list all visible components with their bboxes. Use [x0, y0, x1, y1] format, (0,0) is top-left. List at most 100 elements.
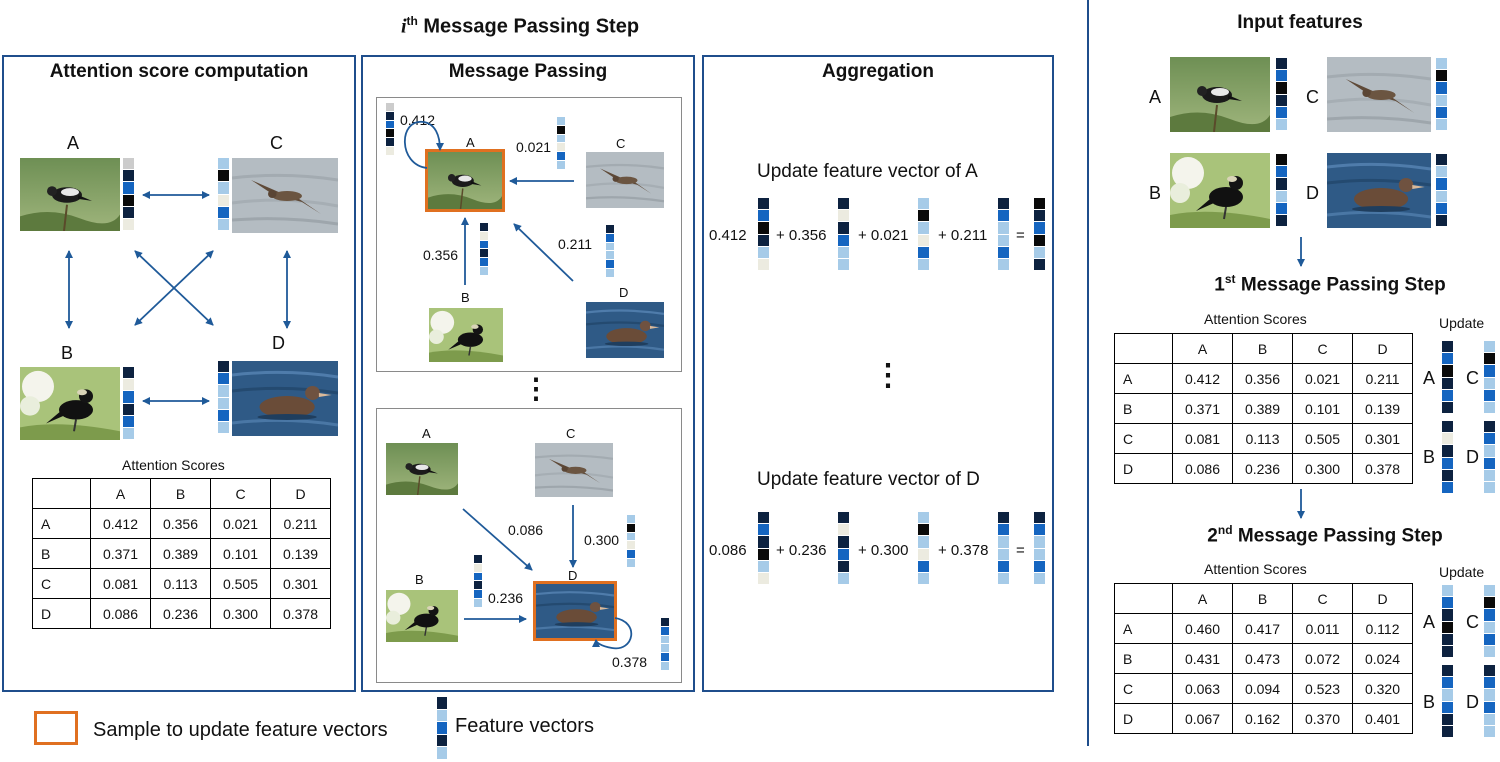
table-header-cell: A [1172, 583, 1233, 614]
feature-cell [918, 257, 929, 271]
input-vector-a [1276, 58, 1287, 131]
input-features-title: Input features [1237, 12, 1363, 33]
bird-photo [586, 152, 664, 208]
feature-cell [1484, 352, 1495, 365]
main-title-sup: th [406, 14, 418, 28]
feature-cell [918, 233, 929, 246]
feature-cell [918, 523, 929, 536]
legend-sample-swatch [34, 711, 78, 745]
update1-label-b: B [1423, 447, 1436, 467]
feature-cell [1442, 444, 1453, 457]
feature-cell [386, 128, 394, 138]
feature-cell [386, 103, 394, 111]
feature-cell [1484, 596, 1495, 609]
update2-label-d: D [1466, 692, 1479, 712]
feature-vector-a [123, 158, 134, 231]
feature-cell [1034, 571, 1045, 585]
feature-cell [998, 221, 1009, 234]
table-cell: 0.211 [1352, 363, 1413, 394]
feature-cell [123, 402, 134, 415]
feature-cell [838, 535, 849, 548]
feature-vector-b-top [480, 223, 488, 275]
ellipsis-aggregation: ⋮ [873, 359, 903, 392]
feature-cell [1442, 620, 1453, 633]
feature-cell [218, 384, 229, 397]
update-label-2: Update [1439, 564, 1485, 580]
table-cell: 0.431 [1172, 643, 1233, 674]
table-cell: 0.162 [1232, 703, 1293, 734]
feature-cell [123, 169, 134, 182]
table-cell: 0.101 [1292, 393, 1353, 424]
bird-photo [232, 361, 338, 436]
feature-cell [123, 205, 134, 218]
table-header-cell: B [1232, 333, 1293, 364]
feature-cell [918, 559, 929, 572]
table-cell: 0.139 [1352, 393, 1413, 424]
bird-image-a-bottom [386, 443, 458, 495]
agg-d-vector-a [758, 512, 769, 585]
table-header-cell: A [90, 478, 151, 509]
feature-cell [1436, 177, 1447, 190]
update1-label-d: D [1466, 447, 1479, 467]
table-cell: 0.067 [1172, 703, 1233, 734]
bird-photo [428, 152, 502, 209]
feature-cell [1436, 201, 1447, 214]
weight-c-to-d: 0.300 [584, 532, 620, 548]
table-cell: 0.370 [1292, 703, 1353, 734]
input-vector-c [1436, 58, 1447, 131]
table-cell: 0.505 [210, 568, 271, 599]
bird-photo [429, 308, 503, 362]
weight-b-to-a: 0.356 [423, 247, 459, 263]
feature-cell [1034, 257, 1045, 271]
feature-cell [1442, 608, 1453, 621]
feature-cell [1034, 233, 1045, 246]
feature-cell [474, 598, 482, 607]
feature-cell [1436, 105, 1447, 118]
step2-num: 2 [1207, 525, 1218, 547]
table-header-cell [32, 478, 91, 509]
table-header-cell [1114, 583, 1173, 614]
feature-cell [1436, 117, 1447, 131]
feature-vector-c [218, 158, 229, 231]
feature-cell [1276, 213, 1287, 227]
feature-cell [218, 408, 229, 421]
feature-cell [1484, 400, 1495, 414]
feature-cell [998, 233, 1009, 246]
input-image-a [1170, 57, 1270, 132]
feature-cell [474, 562, 482, 572]
table-cell: D [32, 598, 91, 629]
table-cell: B [1114, 393, 1173, 424]
feature-cell [1442, 596, 1453, 609]
feature-cell [1442, 585, 1453, 597]
table-cell: 0.417 [1232, 613, 1293, 644]
feature-cell [1484, 688, 1495, 701]
table-cell: D [1114, 453, 1173, 484]
feature-cell [1276, 189, 1287, 202]
feature-cell [557, 124, 565, 134]
table-cell: 0.505 [1292, 423, 1353, 454]
agg-a-vector-a [758, 198, 769, 271]
feature-cell [557, 133, 565, 143]
feature-cell [1276, 154, 1287, 166]
feature-cell [1442, 376, 1453, 389]
table-cell: 0.211 [270, 508, 331, 539]
feature-cell [480, 223, 488, 231]
node-label-d: D [272, 333, 285, 353]
feature-cell [218, 420, 229, 434]
feature-cell [437, 746, 447, 759]
table-cell: 0.460 [1172, 613, 1233, 644]
feature-cell [123, 367, 134, 379]
table-cell: 0.401 [1352, 703, 1413, 734]
input-image-d [1327, 153, 1431, 228]
bird-image-b-top [429, 308, 503, 362]
bird-image-c-bottom [535, 443, 613, 497]
agg-d-result [1034, 512, 1045, 585]
feature-cell [123, 217, 134, 231]
table-cell: 0.021 [1292, 363, 1353, 394]
feature-cell [998, 571, 1009, 585]
